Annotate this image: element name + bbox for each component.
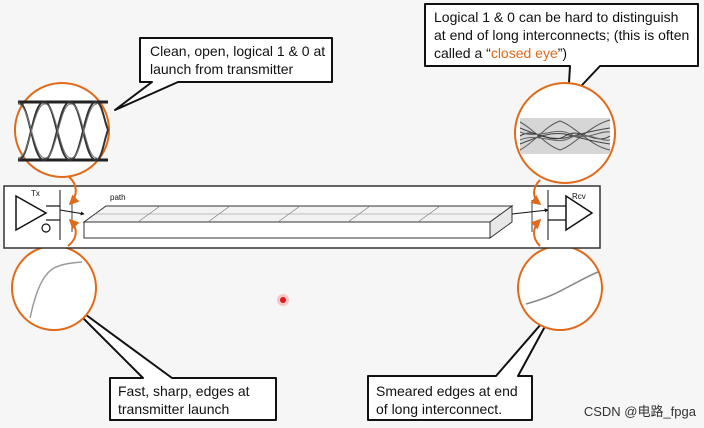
closed-eye-highlight: closed eye <box>490 45 558 61</box>
callout-bubble-top-right <box>424 3 699 101</box>
tx-label: Tx <box>31 189 40 198</box>
probe-arrows <box>67 175 542 247</box>
watermark: CSDN @电路_fpga <box>583 404 696 419</box>
closed-eye-diagram <box>514 82 616 184</box>
callout-text-top-left: Clean, open, logical 1 & 0 at launch fro… <box>150 43 326 77</box>
fast-edge-waveform <box>11 245 97 331</box>
rcv-receiver <box>547 190 594 240</box>
callout-text-top-right: Logical 1 & 0 can be hard to distinguish… <box>434 8 692 62</box>
interconnect-schematic <box>3 185 601 249</box>
callout-bubble-bottom-left <box>62 297 277 421</box>
callout-text-bottom-left: Fast, sharp, edges at transmitter launch <box>118 383 250 417</box>
callout-text-top-right-before: Logical 1 & 0 can be hard to distinguish… <box>434 9 690 61</box>
callout-text-bottom-right: Smeared edges at end of long interconnec… <box>376 383 518 417</box>
callout-bubble-bottom-right <box>367 307 556 421</box>
laser-pointer-dot <box>277 294 289 306</box>
transmission-line <box>82 205 514 239</box>
path-label: path <box>110 193 126 202</box>
smeared-edge-waveform <box>517 245 603 331</box>
rcv-label: Rcv <box>572 192 586 201</box>
callout-bubble-top-left <box>114 37 333 111</box>
open-eye-diagram <box>14 82 110 178</box>
tx-driver <box>15 190 61 240</box>
callout-text-top-right-after: ”) <box>557 45 568 61</box>
